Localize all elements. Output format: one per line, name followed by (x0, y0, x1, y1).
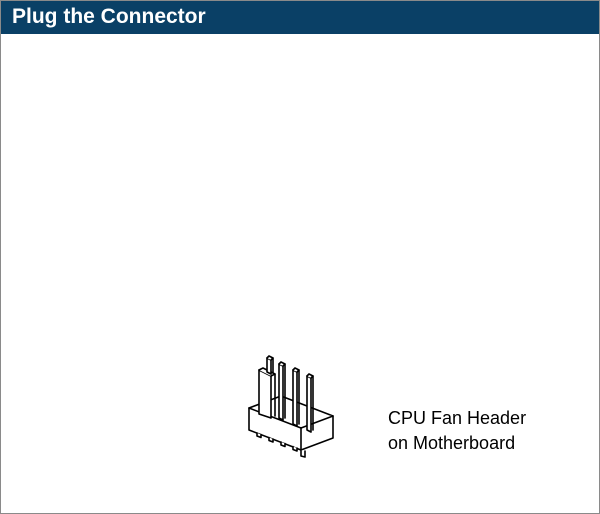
page-title: Plug the Connector (12, 5, 206, 28)
diagram-area: CPU Fan Header on Motherboard (1, 34, 599, 513)
connector-caption: CPU Fan Header on Motherboard (388, 406, 526, 456)
cpu-fan-header-icon (248, 355, 334, 458)
title-bar: Plug the Connector (1, 1, 599, 34)
caption-line-2: on Motherboard (388, 433, 516, 453)
caption-line-1: CPU Fan Header (388, 408, 527, 428)
